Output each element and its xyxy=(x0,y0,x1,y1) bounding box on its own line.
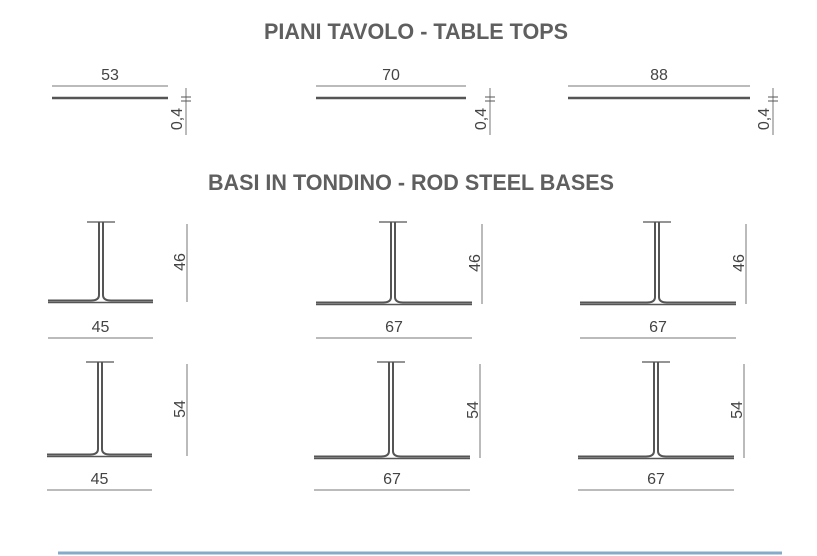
height-label: 46 xyxy=(467,254,484,272)
thickness-label: 0,4 xyxy=(169,108,186,130)
rod-profile-left xyxy=(316,222,392,304)
height-label: 54 xyxy=(465,401,482,419)
thickness-label: 0,4 xyxy=(473,108,490,130)
rod-base-6: 67 54 xyxy=(578,361,746,491)
table-tops-title: PIANI TAVOLO - TABLE TOPS xyxy=(264,19,568,44)
rod-profile-right xyxy=(392,362,470,458)
height-label: 46 xyxy=(731,254,748,272)
rod-base-1: 45 46 xyxy=(48,221,189,339)
rod-base-5: 67 54 xyxy=(314,361,482,491)
width-label: 67 xyxy=(649,319,667,336)
width-label: 67 xyxy=(385,319,403,336)
height-label: 54 xyxy=(172,400,189,418)
rod-profile-left xyxy=(580,222,656,304)
rod-bases-title: BASI IN TONDINO - ROD STEEL BASES xyxy=(208,170,614,195)
width-label: 70 xyxy=(382,67,400,84)
rod-profile-left xyxy=(578,362,655,458)
rod-profile-right xyxy=(658,222,736,304)
width-label: 45 xyxy=(91,471,109,488)
thickness-label: 0,4 xyxy=(756,108,773,130)
rod-base-2: 67 46 xyxy=(316,221,484,339)
table-top-2: 700,4 xyxy=(316,67,495,135)
rod-profile-right xyxy=(657,362,734,458)
height-label: 46 xyxy=(172,253,189,271)
width-label: 45 xyxy=(92,319,110,336)
height-label: 54 xyxy=(729,401,746,419)
width-label: 88 xyxy=(650,67,668,84)
rod-base-3: 67 46 xyxy=(580,221,748,339)
rod-profile-right xyxy=(101,362,152,456)
width-label: 67 xyxy=(383,471,401,488)
rod-profile-left xyxy=(48,222,100,302)
rod-base-4: 45 54 xyxy=(47,361,189,491)
rod-profile-left xyxy=(314,362,390,458)
width-label: 53 xyxy=(101,67,119,84)
rod-profile-left xyxy=(47,362,99,456)
rod-profile-right xyxy=(394,222,472,304)
table-top-1: 530,4 xyxy=(52,67,191,135)
rod-profile-right xyxy=(102,222,153,302)
width-label: 67 xyxy=(647,471,665,488)
table-top-3: 880,4 xyxy=(568,67,778,135)
